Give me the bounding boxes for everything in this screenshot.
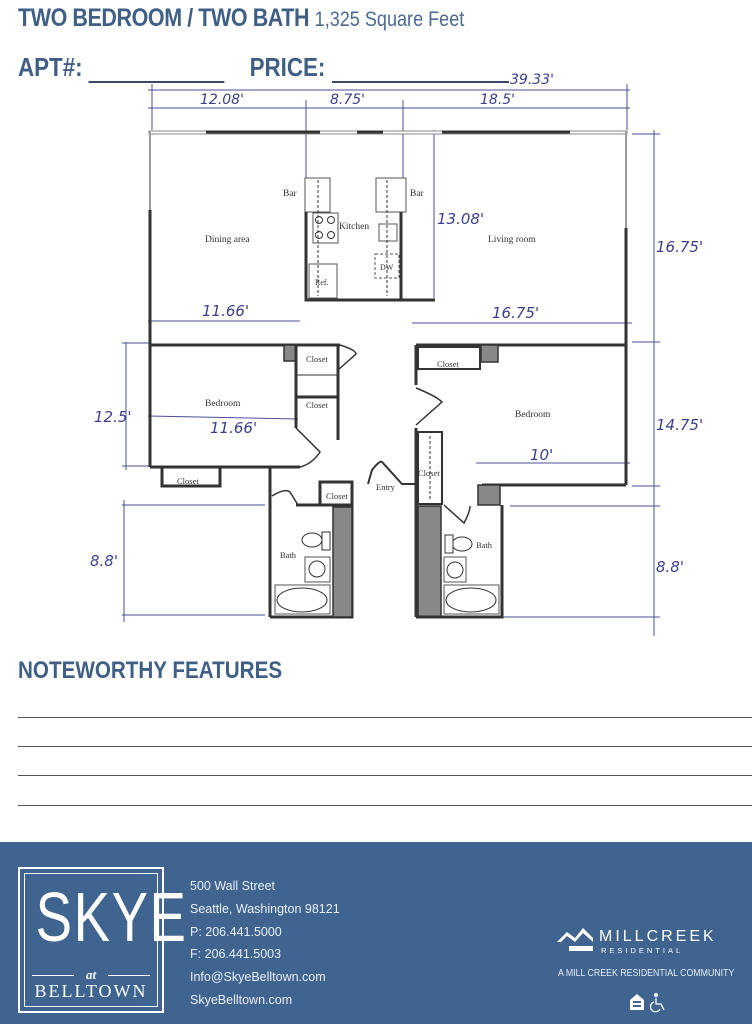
room-bath-2: Bath	[476, 540, 493, 550]
phone: P: 206.441.5000	[190, 924, 282, 939]
equal-housing-icon	[630, 994, 644, 1010]
room-dining: Dining area	[205, 235, 250, 245]
svg-text:Bar: Bar	[283, 189, 298, 199]
svg-text:Closet: Closet	[418, 468, 440, 478]
svg-text:Closet: Closet	[437, 359, 459, 369]
dim-overall: 39.33'	[510, 72, 554, 88]
svg-text:10': 10'	[530, 446, 553, 464]
price-label: PRICE:	[249, 52, 326, 82]
email-link[interactable]: Info@SkyeBelltown.com	[190, 970, 326, 985]
room-entry: Entry	[376, 482, 396, 492]
svg-text:Closet: Closet	[306, 400, 328, 410]
svg-text:8.75': 8.75'	[330, 92, 365, 108]
svg-text:14.75': 14.75'	[656, 416, 703, 434]
svg-text:18.5': 18.5'	[480, 92, 515, 108]
millcreek-logo-icon	[557, 928, 593, 951]
brand-name: MILLCREEK	[599, 928, 717, 945]
square-feet: 1,325 Square Feet	[314, 8, 465, 31]
apt-price-row: APT#: PRICE:	[18, 52, 509, 83]
apt-label: APT#:	[18, 52, 83, 82]
floor-plan: 39.33' 12.08' 8.75' 18.5' 13.08' 16.75' …	[90, 72, 703, 636]
feature-line-1[interactable]	[18, 717, 752, 718]
feature-line-3[interactable]	[18, 775, 752, 776]
svg-text:Closet: Closet	[177, 476, 199, 486]
svg-text:8.8': 8.8'	[656, 558, 684, 576]
brand-tagline: A MILL CREEK RESIDENTIAL COMMUNITY	[558, 968, 735, 979]
brand-sub: RESIDENTIAL	[601, 946, 684, 955]
svg-text:16.75': 16.75'	[656, 238, 703, 256]
room-bedroom-2: Bedroom	[515, 410, 551, 420]
unit-type: TWO BEDROOM / TWO BATH	[18, 4, 310, 32]
compliance-icons	[628, 992, 672, 1019]
svg-text:Closet: Closet	[306, 354, 328, 364]
skye-logo: SKYE at BELLTOWN	[18, 867, 188, 1013]
feature-line-2[interactable]	[18, 746, 752, 747]
wheelchair-accessible-icon	[649, 992, 665, 1013]
svg-text:DW: DW	[380, 263, 394, 272]
svg-text:12.5': 12.5'	[94, 408, 132, 426]
website-link[interactable]: SkyeBelltown.com	[190, 992, 293, 1007]
page-title: TWO BEDROOM / TWO BATH 1,325 Square Feet	[18, 4, 464, 33]
svg-text:12.08': 12.08'	[200, 92, 244, 108]
address-line-2: Seattle, Washington 98121	[190, 901, 340, 916]
svg-text:11.66': 11.66'	[202, 302, 249, 320]
svg-text:8.8': 8.8'	[90, 552, 118, 570]
features-title: NOTEWORTHY FEATURES	[18, 657, 283, 684]
room-bath-1: Bath	[280, 550, 297, 560]
fax: F: 206.441.5003	[190, 947, 282, 962]
logo-at: at	[32, 967, 150, 983]
svg-text:16.75': 16.75'	[492, 304, 539, 322]
apt-field[interactable]	[88, 57, 225, 83]
svg-text:Ref.: Ref.	[315, 278, 329, 287]
feature-line-4[interactable]	[18, 805, 752, 806]
logo-main: SKYE	[35, 878, 188, 956]
svg-text:Closet: Closet	[326, 491, 348, 501]
svg-text:11.66': 11.66'	[210, 419, 257, 437]
room-bedroom-1: Bedroom	[205, 399, 241, 409]
svg-text:13.08': 13.08'	[437, 210, 484, 228]
footer: SKYE at BELLTOWN 500 Wall Street Seattle…	[0, 842, 752, 1024]
price-field[interactable]	[331, 57, 509, 83]
svg-text:Bar: Bar	[410, 189, 425, 199]
contact-info: 500 Wall Street Seattle, Washington 9812…	[190, 875, 340, 1012]
address-line-1: 500 Wall Street	[190, 879, 275, 893]
room-kitchen: Kitchen	[339, 222, 369, 232]
logo-sub: BELLTOWN	[34, 981, 148, 1001]
room-living: Living room	[488, 235, 536, 245]
